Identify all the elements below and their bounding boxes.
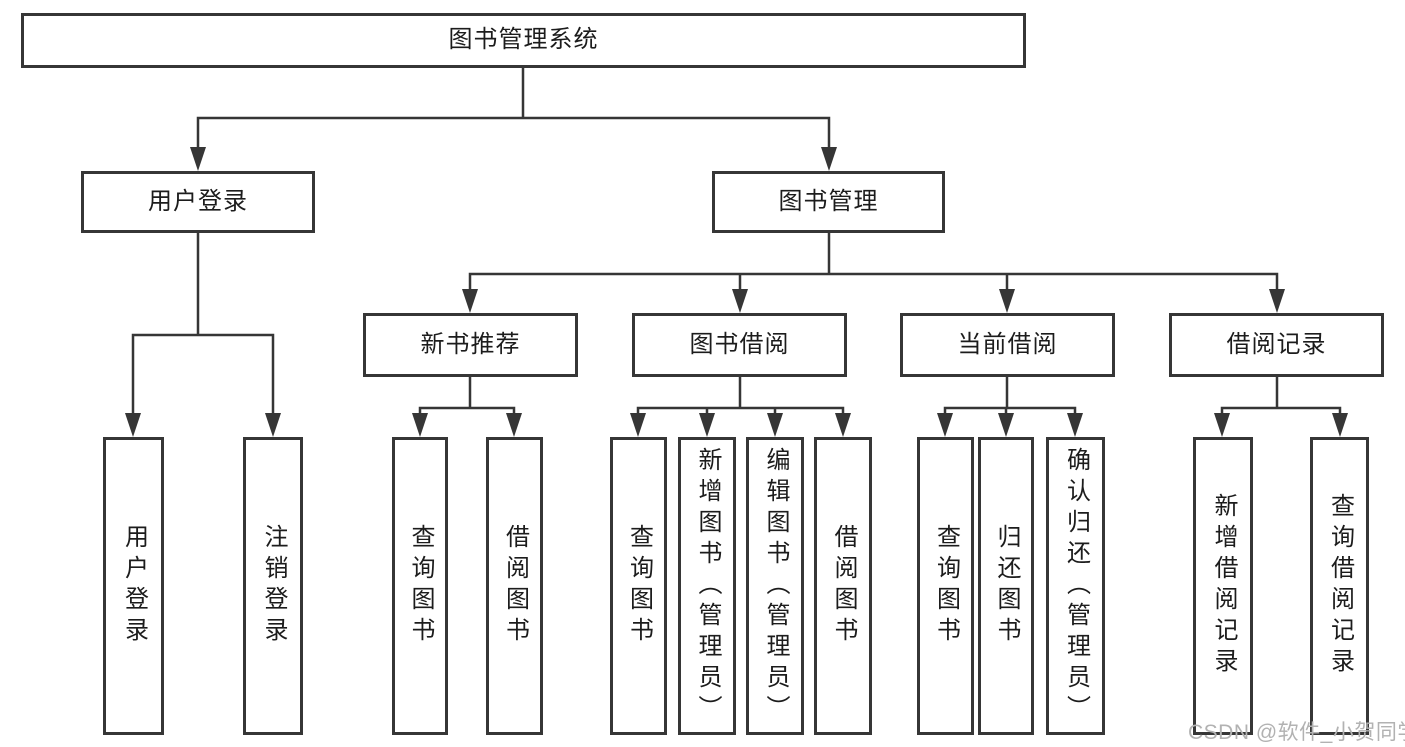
node-book-borrowing: 图书借阅 <box>632 313 847 377</box>
node-leaf-current-confirm-return-label: 确认归还（管理员） <box>1062 446 1090 726</box>
node-user-login-label: 用户登录 <box>148 187 248 215</box>
node-leaf-borrowing-borrow-books: 借阅图书 <box>814 437 872 735</box>
node-leaf-current-return-books: 归还图书 <box>978 437 1034 735</box>
node-leaf-borrowing-edit-books: 编辑图书（管理员） <box>746 437 804 735</box>
node-leaf-borrowing-query-books-label: 查询图书 <box>625 524 653 648</box>
node-leaf-logout-login: 注销登录 <box>243 437 303 735</box>
node-leaf-logout-login-label: 注销登录 <box>260 524 287 648</box>
node-leaf-borrowing-edit-books-label: 编辑图书（管理员） <box>762 446 789 726</box>
node-leaf-user-login-label: 用户登录 <box>120 524 148 648</box>
node-leaf-borrowing-add-books: 新增图书（管理员） <box>678 437 736 735</box>
node-leaf-user-login: 用户登录 <box>103 437 164 735</box>
node-current-borrowing-label: 当前借阅 <box>957 330 1058 358</box>
node-leaf-borrowing-add-books-label: 新增图书（管理员） <box>694 446 721 726</box>
node-leaf-current-query-books-label: 查询图书 <box>932 524 960 648</box>
node-leaf-borrowing-query-books: 查询图书 <box>610 437 667 735</box>
node-borrowing-records-label: 借阅记录 <box>1226 330 1327 358</box>
node-root: 图书管理系统 <box>21 13 1026 68</box>
node-new-book-recommend-label: 新书推荐 <box>420 330 521 358</box>
node-leaf-recommend-borrow-books-label: 借阅图书 <box>501 524 529 648</box>
node-book-management: 图书管理 <box>712 171 945 233</box>
node-leaf-recommend-query-books: 查询图书 <box>392 437 448 735</box>
node-leaf-records-add-record-label: 新增借阅记录 <box>1210 493 1237 679</box>
node-leaf-borrowing-borrow-books-label: 借阅图书 <box>830 524 857 648</box>
node-leaf-current-return-books-label: 归还图书 <box>993 524 1020 648</box>
node-leaf-recommend-query-books-label: 查询图书 <box>407 524 434 648</box>
node-current-borrowing: 当前借阅 <box>900 313 1115 377</box>
node-leaf-records-add-record: 新增借阅记录 <box>1193 437 1253 735</box>
node-leaf-records-query-record: 查询借阅记录 <box>1310 437 1369 735</box>
node-new-book-recommend: 新书推荐 <box>363 313 578 377</box>
node-user-login: 用户登录 <box>81 171 315 233</box>
node-leaf-current-confirm-return: 确认归还（管理员） <box>1046 437 1105 735</box>
node-leaf-records-query-record-label: 查询借阅记录 <box>1326 493 1354 679</box>
node-book-borrowing-label: 图书借阅 <box>689 330 790 358</box>
node-leaf-recommend-borrow-books: 借阅图书 <box>486 437 543 735</box>
node-leaf-current-query-books: 查询图书 <box>917 437 974 735</box>
node-book-management-label: 图书管理 <box>778 187 879 215</box>
csdn-watermark: CSDN @软件_小贺同学 <box>1188 721 1405 744</box>
node-root-label: 图书管理系统 <box>448 26 599 54</box>
node-borrowing-records: 借阅记录 <box>1169 313 1384 377</box>
